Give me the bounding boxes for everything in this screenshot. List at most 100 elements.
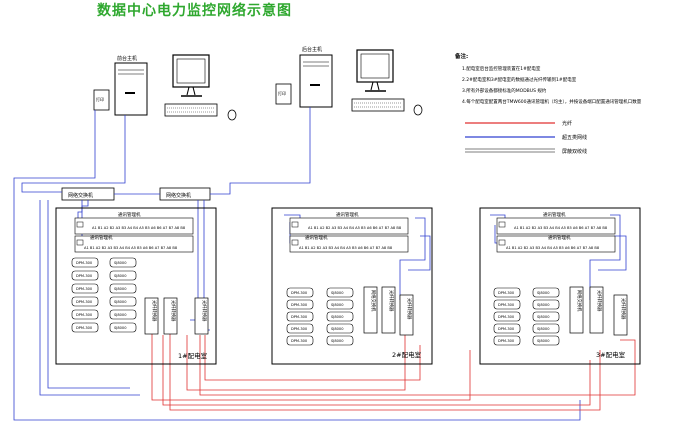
meter-device bbox=[71, 257, 99, 268]
meter-label-sj: SJ8000 bbox=[537, 327, 550, 331]
meter-label-dpm: DPM-300 bbox=[76, 261, 93, 265]
room-1 bbox=[55, 207, 217, 365]
meter-device bbox=[326, 311, 354, 322]
room-2-manager-1-label: 通讯管理机 bbox=[336, 211, 359, 218]
room-2-manager-2-label: 通讯管理机 bbox=[305, 234, 328, 241]
room-1-device-1: 光纤转换器 bbox=[151, 300, 158, 322]
room-1-manager-1 bbox=[74, 217, 194, 235]
network-switch-2-label: 网络交换机 bbox=[166, 192, 191, 199]
meter-device bbox=[493, 311, 521, 322]
room-1-label: 1#配电室 bbox=[178, 351, 208, 360]
computer-label-front: 前台主机 bbox=[117, 55, 137, 62]
room-3-device-1: 网络交换机 bbox=[576, 290, 583, 312]
room-3-manager-2-label: 通讯管理机 bbox=[548, 234, 571, 241]
meter-device bbox=[532, 287, 560, 298]
room-3-label: 3#配电室 bbox=[596, 350, 626, 359]
room-3 bbox=[479, 207, 641, 365]
cat5-cabling bbox=[13, 107, 627, 421]
meter-label-sj: SJ8000 bbox=[537, 291, 550, 295]
room-1-ports-1: A1 B1 A2 B2 A3 B3 A4 B4 A5 B5 A6 B6 A7 B… bbox=[92, 226, 186, 230]
meter-label-sj: SJ8000 bbox=[331, 315, 344, 319]
room-3-ports-2: A1 B1 A2 B2 A3 B3 A4 B4 A5 B5 A6 B6 A7 B… bbox=[506, 246, 600, 250]
meter-label-dpm: DPM-300 bbox=[291, 327, 308, 331]
meter-device bbox=[326, 335, 354, 346]
meter-stacks: DPM-300DPM-300DPM-300DPM-300DPM-300DPM-3… bbox=[71, 257, 560, 346]
meter-label-dpm: DPM-300 bbox=[291, 291, 308, 295]
legend bbox=[465, 122, 555, 153]
meter-device bbox=[532, 335, 560, 346]
meter-device bbox=[532, 311, 560, 322]
meter-device bbox=[109, 270, 137, 281]
page-title: 数据中心电力监控网络示意图 bbox=[97, 3, 292, 19]
room-2-device-3: 光纤转换器 bbox=[406, 298, 413, 320]
meter-label-dpm: DPM-300 bbox=[291, 339, 308, 343]
workstation-back bbox=[275, 49, 423, 116]
room-1-manager-2 bbox=[74, 235, 194, 253]
printer-label-front: 打印 bbox=[96, 96, 104, 102]
meter-device bbox=[71, 283, 99, 294]
note-4: 4.每个配电室配置两台TMW600通讯管理机（均主），并按设备端口配置通讯管理机… bbox=[462, 98, 642, 105]
room-2-manager-1 bbox=[289, 217, 409, 235]
room-3-device-3: 光纤转换器 bbox=[620, 298, 627, 320]
room-3-manager-2 bbox=[496, 235, 616, 253]
note-1: 1.配电室后台监控管理装置在1#配电室 bbox=[462, 65, 541, 72]
meter-label-sj: SJ8000 bbox=[114, 300, 127, 304]
room-3-ports-1: A1 B1 A2 B2 A3 B3 A4 B4 A5 B5 A6 B6 A7 B… bbox=[514, 226, 608, 230]
meter-label-dpm: DPM-300 bbox=[76, 300, 93, 304]
meter-device bbox=[109, 283, 137, 294]
meter-device bbox=[71, 322, 99, 333]
network-switch-1-label: 网络交换机 bbox=[68, 192, 93, 199]
meter-device bbox=[71, 309, 99, 320]
meter-label-sj: SJ8000 bbox=[537, 303, 550, 307]
room-3-manager-1-label: 通讯管理机 bbox=[543, 211, 566, 218]
meter-device bbox=[71, 270, 99, 281]
meter-label-sj: SJ8000 bbox=[331, 339, 344, 343]
meter-label-dpm: DPM-300 bbox=[498, 315, 515, 319]
legend-cat5-label: 超五类网线 bbox=[562, 134, 587, 141]
meter-label-dpm: DPM-300 bbox=[498, 303, 515, 307]
meter-label-sj: SJ8000 bbox=[114, 313, 127, 317]
room-1-manager-1-label: 通讯管理机 bbox=[118, 211, 141, 218]
meter-device bbox=[286, 287, 314, 298]
meter-label-sj: SJ8000 bbox=[114, 287, 127, 291]
meter-label-dpm: DPM-300 bbox=[291, 315, 308, 319]
meter-device bbox=[109, 322, 137, 333]
meter-device bbox=[493, 287, 521, 298]
workstation-front bbox=[93, 54, 237, 121]
meter-device bbox=[532, 323, 560, 334]
meter-label-sj: SJ8000 bbox=[537, 339, 550, 343]
room-2 bbox=[271, 207, 433, 365]
meter-label-sj: SJ8000 bbox=[331, 291, 344, 295]
room-2-device-1: 网络交换机 bbox=[370, 290, 377, 312]
meter-device bbox=[286, 335, 314, 346]
meter-label-sj: SJ8000 bbox=[114, 326, 127, 330]
meter-label-dpm: DPM-300 bbox=[291, 303, 308, 307]
printer-label-back: 打印 bbox=[278, 90, 286, 96]
meter-device bbox=[532, 299, 560, 310]
meter-device bbox=[109, 296, 137, 307]
meter-label-sj: SJ8000 bbox=[331, 303, 344, 307]
room-3-manager-1 bbox=[496, 217, 616, 235]
meter-device bbox=[109, 257, 137, 268]
meter-device bbox=[109, 309, 137, 320]
room-1-device-3: 光纤转换器 bbox=[201, 300, 208, 322]
meter-label-sj: SJ8000 bbox=[331, 327, 344, 331]
meter-device bbox=[286, 323, 314, 334]
meter-label-dpm: DPM-300 bbox=[76, 326, 93, 330]
meter-label-dpm: DPM-300 bbox=[76, 274, 93, 278]
meter-device bbox=[493, 335, 521, 346]
notes-heading: 备注: bbox=[454, 52, 468, 60]
note-3: 3.所有外部设备都接标准的MODBUS 规约 bbox=[462, 87, 547, 94]
meter-device bbox=[326, 323, 354, 334]
note-2: 2.2#配电室和3#配电室的数据通过光纤传输到1#配电室 bbox=[462, 76, 577, 83]
meter-device bbox=[493, 323, 521, 334]
meter-device bbox=[493, 299, 521, 310]
legend-stp-label: 屏蔽双绞线 bbox=[562, 148, 587, 155]
meter-label-dpm: DPM-300 bbox=[76, 287, 93, 291]
meter-device bbox=[286, 311, 314, 322]
meter-device bbox=[71, 296, 99, 307]
room-2-manager-2 bbox=[289, 235, 409, 253]
room-1-manager-2-label: 通讯管理机 bbox=[90, 234, 113, 241]
room-1-device-2: 光纤转换器 bbox=[170, 300, 177, 322]
